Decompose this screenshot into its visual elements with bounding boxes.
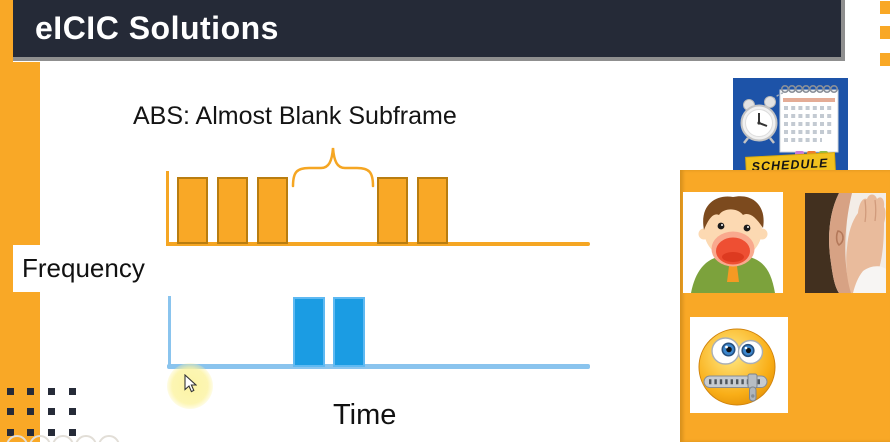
calendar-spiral-rings <box>780 85 839 94</box>
dot-grid-decoration <box>27 408 34 415</box>
frequency-label-box: Frequency <box>13 245 163 292</box>
zipper-mouth-icon <box>703 373 768 402</box>
listening-ear-image <box>805 193 886 293</box>
macro-chart-y-axis <box>166 171 169 246</box>
corner-square-decoration <box>880 1 890 14</box>
dot-grid-decoration <box>48 388 55 395</box>
pico-chart-y-axis <box>168 296 171 368</box>
shouting-boy-image <box>683 192 783 293</box>
page-title: eICIC Solutions <box>35 10 279 46</box>
abs-brace-annotation <box>291 147 375 188</box>
macro-subframe-bar <box>377 177 408 244</box>
faint-circle-decoration <box>52 435 74 442</box>
macro-bars <box>0 177 890 244</box>
pico-subframe-bar <box>293 297 325 367</box>
dot-grid-decoration <box>69 408 76 415</box>
macro-chart-x-axis <box>166 242 590 246</box>
pico-chart-x-axis <box>167 364 590 369</box>
corner-square-decoration <box>880 53 890 66</box>
dot-grid-decoration <box>69 429 76 436</box>
alarm-clock-icon <box>740 96 778 144</box>
slide-header: eICIC Solutions <box>13 0 845 61</box>
y-axis-label: Frequency <box>22 253 145 283</box>
macro-subframe-bar <box>257 177 288 244</box>
pico-subframe-bar <box>333 297 365 367</box>
dot-grid-decoration <box>7 429 14 436</box>
corner-square-decoration <box>880 26 890 39</box>
schedule-image: SCHEDULE <box>733 78 848 180</box>
dot-grid-decoration <box>48 408 55 415</box>
macro-subframe-bar <box>177 177 208 244</box>
dot-grid-decoration <box>69 388 76 395</box>
header-left-accent <box>0 0 13 62</box>
pico-bars <box>0 297 890 367</box>
dot-grid-decoration <box>7 388 14 395</box>
faint-circle-decoration <box>75 435 97 442</box>
zipped-mouth-emoji-image <box>690 317 788 413</box>
macro-subframe-bar <box>217 177 248 244</box>
dot-grid-decoration <box>27 388 34 395</box>
dot-grid-decoration <box>27 429 34 436</box>
mouse-pointer-icon <box>184 374 197 393</box>
schedule-banner-label: SCHEDULE <box>751 156 828 174</box>
abs-subtitle: ABS: Almost Blank Subframe <box>133 102 457 130</box>
macro-subframe-bar <box>417 177 448 244</box>
dot-grid-decoration <box>7 408 14 415</box>
x-axis-label: Time <box>333 399 397 431</box>
faint-circle-decoration <box>98 435 120 442</box>
dot-grid-decoration <box>48 429 55 436</box>
